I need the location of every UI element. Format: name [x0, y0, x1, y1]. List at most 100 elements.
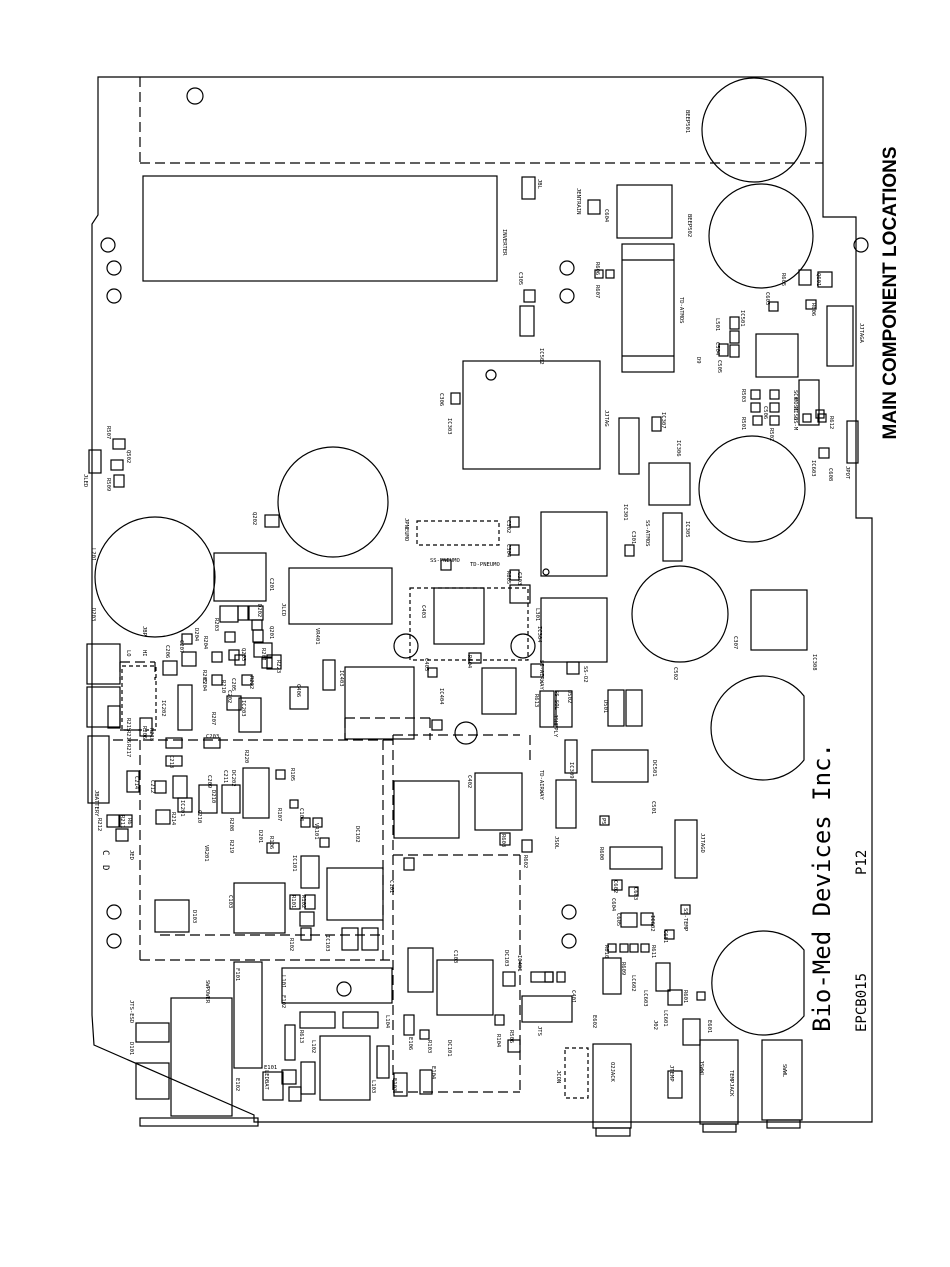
label-lo: LO	[125, 650, 131, 657]
label-r219: R219	[228, 840, 234, 853]
label-r610: R610	[603, 945, 609, 958]
large-components	[86, 175, 859, 1137]
label-c604: C604	[603, 209, 609, 223]
label-jed: JED	[128, 850, 134, 860]
label-c301: C301	[630, 531, 636, 544]
label-jlcd: JLCD	[280, 603, 286, 616]
label-c209: C209	[206, 775, 212, 788]
label-c306: C306	[438, 393, 444, 406]
label-ic303: IC303	[446, 418, 452, 435]
label-r107: R107	[276, 808, 282, 821]
label-r605b: R605	[505, 571, 511, 584]
label-r215: R215	[125, 718, 131, 731]
label-f102: F102	[280, 995, 286, 1008]
label-ss-o2: SS-O2	[582, 666, 588, 683]
label-r613: R613	[533, 694, 539, 707]
label-e102: E102	[234, 1078, 240, 1091]
label-c403: C403	[420, 605, 426, 618]
label-jcon: JCON	[555, 1070, 561, 1083]
label-ss-pneumo: SS-PNEUMO	[430, 558, 460, 564]
label-r210: R210	[220, 680, 226, 693]
label-c402: C402	[466, 775, 472, 788]
label-r604: R604	[466, 655, 472, 669]
label-q201: Q201	[268, 626, 274, 639]
label-ic502: IC502	[538, 348, 544, 365]
label-swpower: SWPOWER	[204, 980, 210, 1004]
board-revision: P12	[854, 850, 870, 875]
label-jpot: JPOT	[844, 466, 850, 480]
label-td-airway: TD-AIRWAY	[538, 770, 544, 800]
label-jpneumo: JPNEUMO	[403, 518, 409, 541]
label-jswwl: JSWWL	[698, 1060, 704, 1077]
label-jbp: JBP	[141, 626, 147, 637]
label-e103: E103	[391, 1078, 397, 1091]
label-r602: R602	[522, 855, 528, 868]
label-q601: Q601	[815, 273, 821, 286]
label-jbl: JBL	[536, 179, 542, 190]
label-dc101: DC101	[446, 1040, 452, 1057]
label-c103b: C103	[227, 895, 233, 908]
teardrop-1	[710, 675, 805, 781]
label-l301: L301	[534, 608, 540, 621]
label-ic101: IC101	[291, 855, 297, 872]
label-jsol: JSOL	[553, 836, 559, 850]
label-jled: JLED	[82, 474, 88, 487]
label-l103: L103	[370, 1080, 376, 1093]
label-c304: C304	[505, 544, 511, 558]
label-d103: D103	[191, 910, 197, 923]
label-r218: R218	[148, 728, 154, 741]
label-r509: R509	[105, 478, 111, 491]
label-jts: JTS	[536, 1026, 542, 1036]
label-ic304: IC304	[536, 626, 542, 643]
label-r102b: R102	[300, 895, 306, 908]
label-ic401: IC401	[516, 955, 522, 972]
label-r606b: R606	[594, 262, 600, 275]
board-part-number: EPCB015	[854, 973, 870, 1032]
label-r613b: R613	[298, 1030, 304, 1043]
label-jts-esd: JTS-ESD	[128, 1000, 134, 1023]
label-c101: C101	[388, 880, 394, 893]
label-ic603: IC603	[810, 460, 816, 477]
label-r106: R106	[268, 836, 274, 849]
label-jjtag: JJTAG	[603, 410, 609, 427]
label-c506: C506	[762, 406, 768, 419]
label-r220: R220	[243, 750, 249, 763]
label-jentrain: JENTRAIN	[575, 188, 581, 215]
label-r605: R605	[780, 273, 786, 286]
label-sck: SCK	[792, 390, 798, 401]
label-c214: C214	[133, 776, 139, 790]
label-r217: R217	[125, 744, 131, 757]
label-lc602: LC602	[630, 975, 636, 992]
label-inverter: INVERTER	[501, 229, 507, 256]
label-c201: C201	[268, 578, 274, 591]
label-c: C	[100, 850, 110, 855]
label-beep501: BEEP501	[684, 110, 690, 133]
label-r208: R208	[228, 818, 234, 831]
label-c602: C602	[612, 880, 618, 893]
label-c504: C504	[714, 342, 720, 356]
label-d9: D9	[695, 357, 701, 364]
label-r211: R211	[119, 815, 125, 828]
label-d: D	[100, 865, 110, 870]
label-r222: R222	[248, 676, 254, 689]
label-ic103: IC103	[324, 935, 330, 952]
page-title: MAIN COMPONENT LOCATIONS	[880, 145, 901, 440]
label-c205: C205	[230, 678, 236, 691]
label-ic501: IC501	[739, 310, 745, 327]
label-o2jack: O2JACK	[609, 1062, 615, 1083]
page-title-wrapper: MAIN COMPONENT LOCATIONS	[869, 100, 913, 485]
label-ic201: IC201	[179, 800, 185, 817]
label-e601: E601	[706, 1020, 712, 1033]
label-jjtaga: JJTAGA	[858, 323, 864, 344]
label-r6: R6	[126, 818, 132, 825]
label-r205: R205	[201, 670, 207, 683]
label-r606: R606	[810, 303, 816, 316]
label-c502: C502	[672, 667, 678, 680]
label-q502: Q502	[125, 450, 131, 463]
label-d501: D501	[602, 700, 608, 713]
label-r601: R601	[682, 990, 688, 1003]
label-ss-m: SS-M	[792, 417, 798, 431]
label-c303: C303	[516, 572, 522, 585]
label-c505: C505	[716, 360, 722, 373]
